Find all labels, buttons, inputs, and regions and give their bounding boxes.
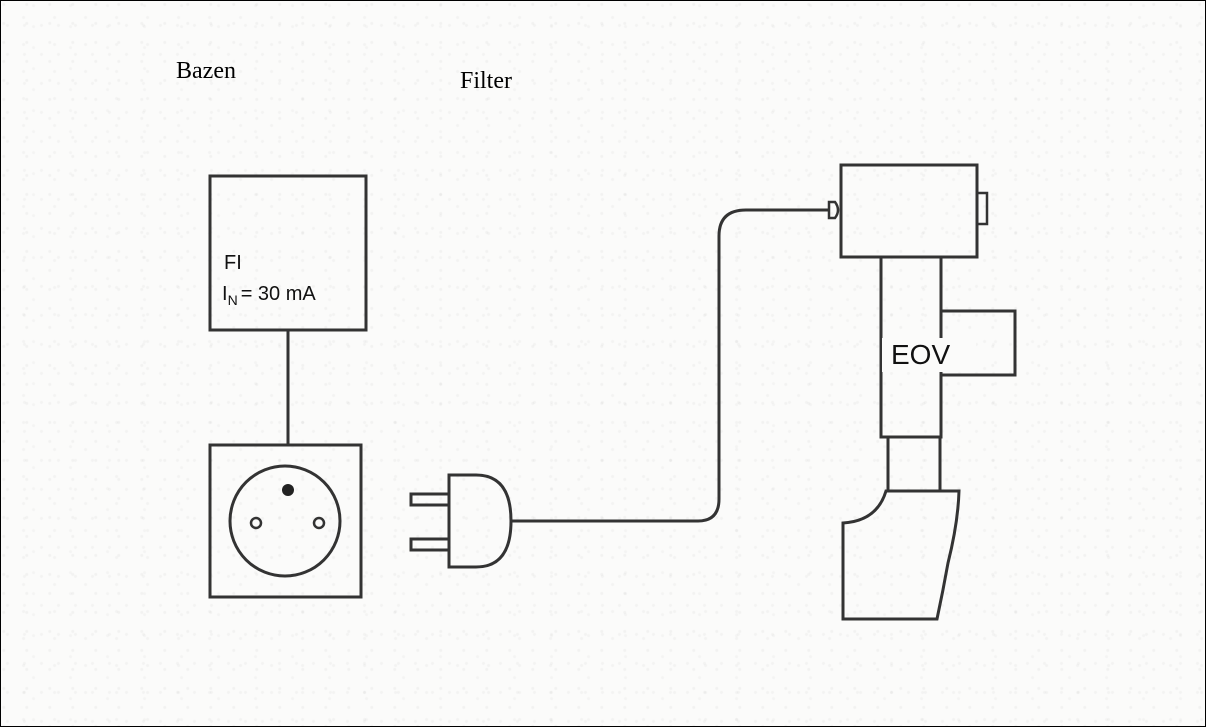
earth-contact [282,484,294,496]
motor-housing [839,163,979,259]
motor-side-knob [975,191,989,226]
bazen-label: Bazen [176,58,236,84]
cable-gland [827,200,840,220]
socket-hole-left [249,516,263,530]
socket-face [228,464,342,578]
label-plate [941,309,1017,377]
breaker-rating-label: IN= 30 mA [222,283,316,308]
breaker-type-label: FI [224,252,242,274]
plug-pin-bottom [409,537,451,552]
rcd-breaker-box: FI IN= 30 mA [208,174,368,332]
socket-hole-right [312,516,326,530]
pump-neck [886,435,942,493]
power-cable [511,208,829,523]
plug-pin-top [409,492,451,507]
plug [409,473,513,569]
eov-label: EOV [891,339,950,370]
filter-label: Filter [460,68,512,94]
wall-socket [208,443,363,599]
plug-body [447,473,513,569]
elbow-outlet [841,489,961,621]
eov-pump: EOV [827,163,1017,621]
